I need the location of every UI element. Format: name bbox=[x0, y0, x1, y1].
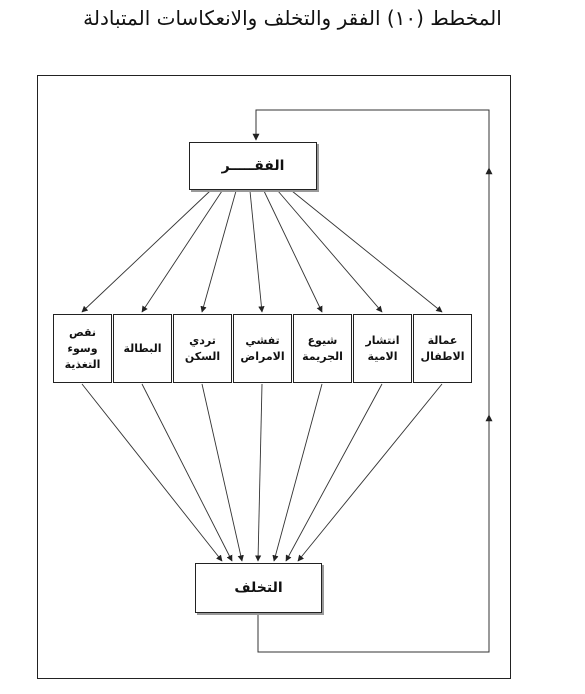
arrow-cause-3-to-underdevelopment bbox=[201, 383, 244, 562]
arrow-cause-6-to-underdevelopment bbox=[285, 383, 383, 562]
feedback-loop-arrow bbox=[252, 109, 490, 653]
arrow-cause-1-to-underdevelopment bbox=[81, 383, 223, 562]
arrow-poverty-to-cause-4 bbox=[249, 190, 265, 313]
cause-box-3: تردي السكن bbox=[173, 314, 232, 383]
arrow-poverty-to-cause-5 bbox=[263, 190, 323, 313]
diagram-title: المخطط (١٠) الفقر والتخلف والانعكاسات ال… bbox=[83, 6, 502, 30]
underdevelopment-box: التخلف bbox=[195, 563, 322, 613]
arrow-cause-7-to-underdevelopment bbox=[297, 383, 443, 562]
arrow-cause-2-to-underdevelopment bbox=[141, 383, 233, 562]
arrow-poverty-to-cause-7 bbox=[291, 190, 443, 313]
arrow-cause-4-to-underdevelopment bbox=[254, 383, 263, 562]
cause-box-5: شيوع الجريمة bbox=[293, 314, 352, 383]
cause-box-7: عمالة الاطفال bbox=[413, 314, 472, 383]
poverty-box: الفقـــــر bbox=[189, 142, 317, 190]
cause-box-6: انتشار الامية bbox=[353, 314, 412, 383]
cause-box-1: نقص وسوء التغذية bbox=[53, 314, 112, 383]
arrow-poverty-to-cause-1 bbox=[81, 190, 211, 313]
diagram-frame bbox=[37, 75, 511, 679]
arrow-cause-5-to-underdevelopment bbox=[272, 383, 323, 562]
cause-box-2: البطالة bbox=[113, 314, 172, 383]
cause-box-4: تفشي الامراض bbox=[233, 314, 292, 383]
arrow-poverty-to-cause-2 bbox=[141, 190, 223, 313]
arrow-poverty-to-cause-6 bbox=[277, 190, 383, 313]
arrow-poverty-to-cause-3 bbox=[200, 190, 237, 313]
